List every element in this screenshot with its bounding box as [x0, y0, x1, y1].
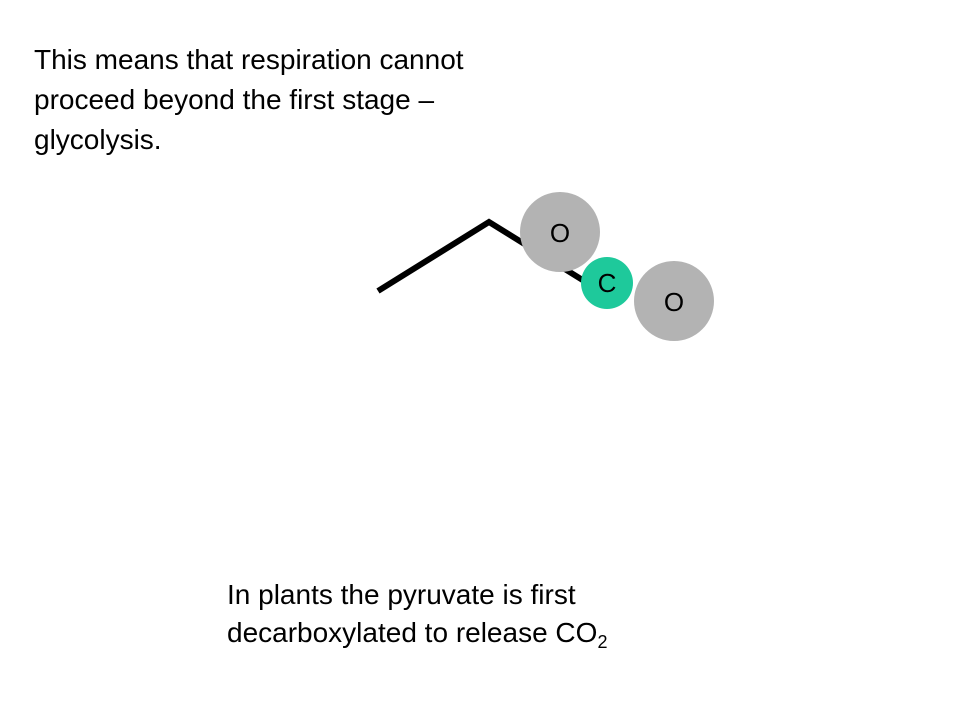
oxygen-atom-upper-circle [520, 192, 600, 272]
top-text: This means that respiration cannot proce… [34, 44, 464, 155]
carbon-atom-label: C [598, 268, 617, 298]
carbon-atom: C [581, 257, 633, 309]
bottom-text: In plants the pyruvate is first decarbox… [227, 576, 747, 652]
oxygen-atom-upper-label: O [550, 218, 570, 248]
oxygen-atom-lower-circle [634, 261, 714, 341]
co2-subscript: 2 [597, 632, 608, 652]
bottom-text-main: In plants the pyruvate is first decarbox… [227, 579, 598, 648]
oxygen-atom-lower: O [634, 261, 714, 341]
oxygen-atom-lower-label: O [664, 287, 684, 317]
oxygen-atom-upper: O [520, 192, 600, 272]
carbon-atom-circle [581, 257, 633, 309]
